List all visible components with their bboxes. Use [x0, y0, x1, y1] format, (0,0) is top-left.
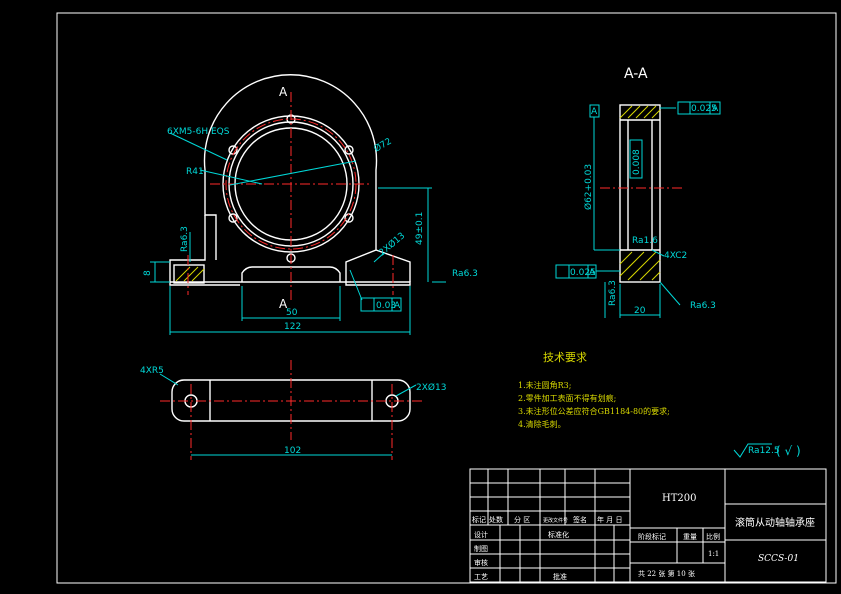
rough-b-label: Ra6.3: [452, 269, 478, 279]
note-1: 1.未注圆角R3;: [518, 380, 571, 390]
material-label: HT200: [662, 493, 696, 504]
hdr-1: 处数: [489, 515, 503, 524]
chamfer-label: 4XC2: [664, 251, 687, 261]
holes-label: 2XØ13: [377, 230, 407, 258]
section-hatch: [619, 105, 661, 281]
row-review: 审核: [474, 558, 488, 567]
runout2-ref-label: A: [589, 268, 596, 278]
rough-right-label: Ra6.3: [690, 301, 716, 311]
slot-width-label: 50: [286, 308, 298, 318]
front-hatch: [175, 266, 205, 282]
roughness-check: ( √ ): [776, 444, 801, 458]
top-radius-label: 4XR5: [140, 366, 164, 376]
stage-label: 阶段标记: [638, 532, 666, 541]
part-name: 滚筒从动轴轴承座: [735, 516, 815, 529]
hdr-3: 更改文件号: [543, 517, 568, 524]
approve-label: 批准: [553, 572, 567, 581]
thickness-label: 8: [143, 270, 153, 276]
front-view: [169, 74, 411, 286]
title-block: [469, 468, 827, 583]
sheets-label: 共 22 张 第 10 张: [638, 569, 695, 578]
section-mark-bottom: A: [279, 297, 288, 311]
top-length-label: 102: [284, 446, 301, 456]
datum-label: A: [591, 107, 598, 117]
weight-label: 重量: [683, 533, 697, 541]
section-title: A-A: [624, 66, 648, 82]
tol-val-label: 0.03: [376, 301, 396, 311]
hdr-4: 签名: [573, 515, 587, 524]
hdr-2: 分 区: [514, 515, 530, 524]
scale-label: 比例: [706, 532, 720, 541]
rough-inner-label: Ra1.6: [632, 236, 658, 246]
note-2: 2.零件加工表面不得有划痕;: [518, 393, 616, 403]
thread-label: 6XM5-6H EQS: [167, 127, 230, 137]
top-holes-label: 2XØ13: [416, 382, 446, 393]
general-roughness-label: Ra12.5: [748, 446, 780, 456]
drawing-border: [56, 12, 837, 584]
front-dimensions: [150, 132, 446, 335]
diameter-label: Ø62+0.03: [583, 164, 594, 210]
std-label: 标准化: [548, 530, 569, 539]
runout-ref-label: A: [712, 104, 719, 114]
scale-value: 1:1: [708, 550, 719, 558]
cyl-val-label: 0.008: [632, 149, 642, 175]
total-width-label: 122: [284, 322, 301, 332]
top-centerlines: [160, 360, 422, 460]
section-view: [619, 104, 661, 283]
runout2-val-label: 0.025: [570, 268, 596, 278]
section-mark-top: A: [279, 85, 288, 99]
rough-left-label: Ra6.3: [608, 280, 618, 306]
note-4: 4.清除毛刺。: [518, 419, 566, 429]
hdr-0: 标记: [472, 515, 486, 524]
runout-val-label: 0.025: [691, 104, 717, 114]
tol-ref-label: A: [394, 301, 401, 311]
front-centerlines: [187, 92, 394, 300]
notes-heading: 技术要求: [543, 351, 587, 364]
bore-label: Ø72: [372, 136, 394, 155]
radius-label: R41: [186, 167, 204, 177]
height-label: 49±0.1: [415, 212, 425, 245]
note-3: 3.未注形位公差应符合GB1184-80的要求;: [518, 406, 670, 416]
row-design: 设计: [474, 530, 488, 539]
section-dims: [555, 101, 721, 318]
rough-a-label: Ra6.3: [180, 226, 190, 252]
part-code: SCCS-01: [758, 554, 799, 564]
section-width-label: 20: [634, 306, 646, 316]
hdr-5: 年 月 日: [597, 515, 622, 524]
row-draw: 制图: [474, 544, 488, 553]
row-process: 工艺: [474, 573, 488, 581]
top-dims: [159, 373, 417, 456]
roughness-symbol: [733, 443, 772, 458]
